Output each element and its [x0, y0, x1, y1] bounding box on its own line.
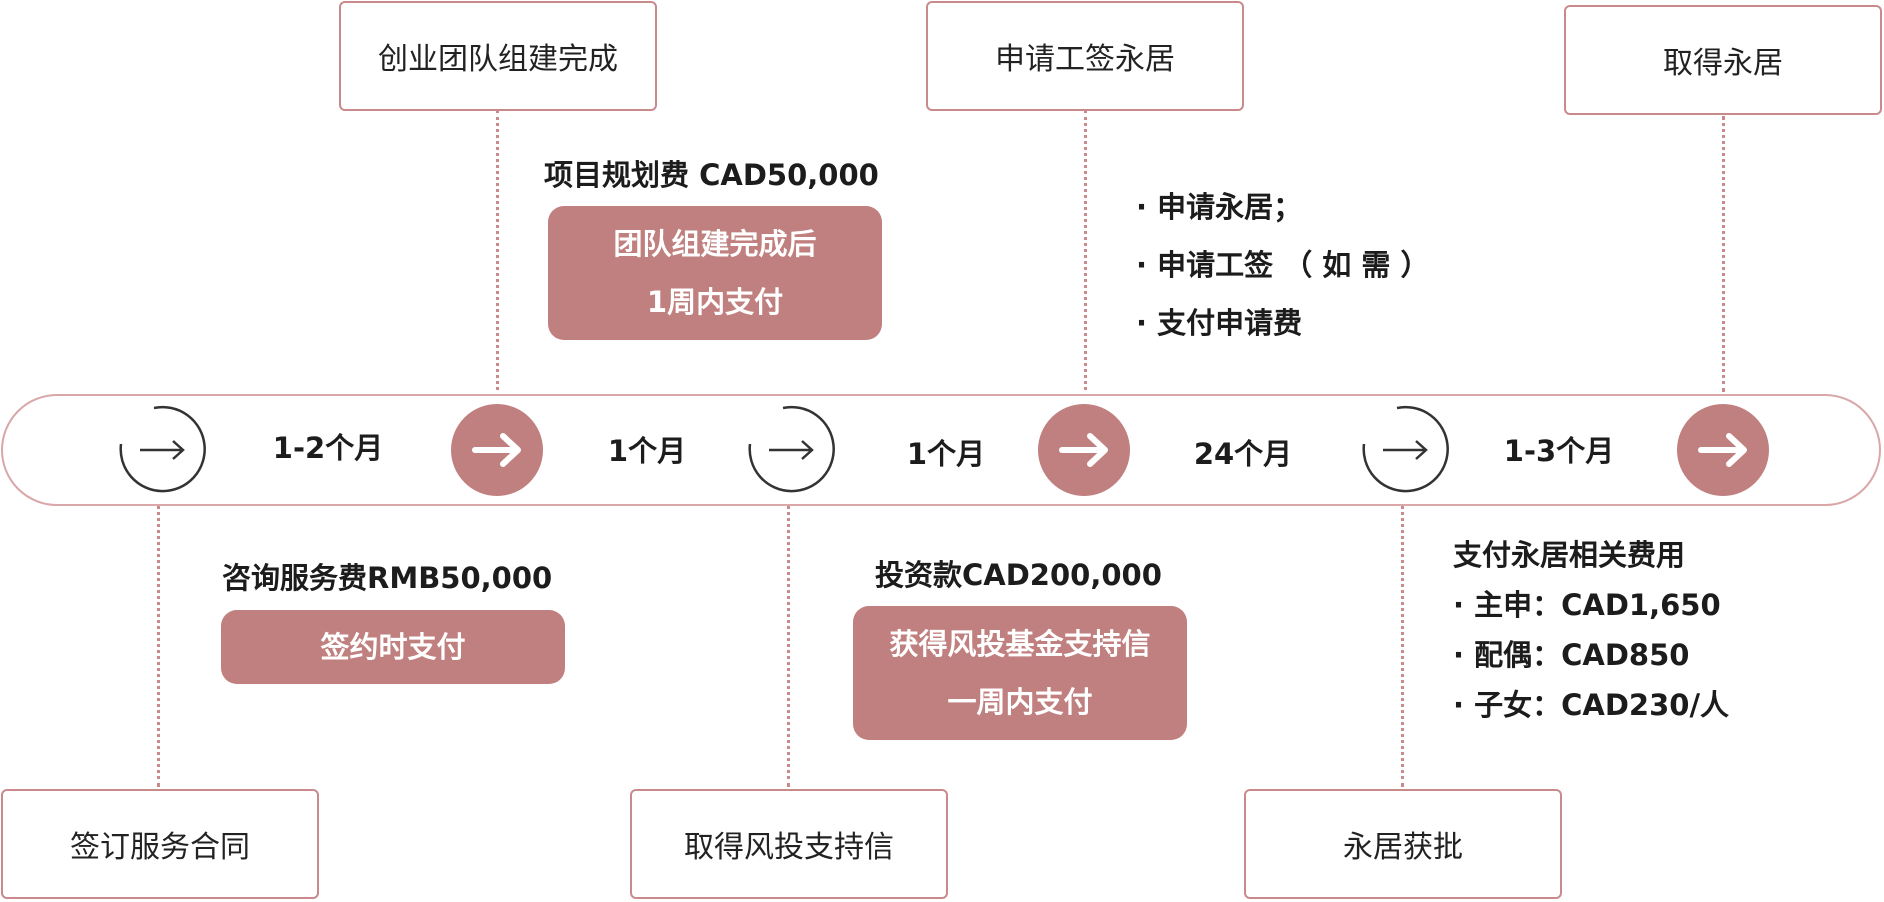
timeline-node-outline — [745, 404, 837, 496]
list-item: · 配偶：CAD850 — [1453, 638, 1690, 672]
timeline-node-filled — [1677, 404, 1769, 496]
project-planning-fee-heading: 项目规划费 CAD50,000 — [544, 158, 879, 192]
investment-heading: 投资款CAD200,000 — [875, 558, 1162, 592]
application-steps-list: · 申请永居； · 申请工签 （ 如 需 ） · 支付申请费 — [1136, 178, 1430, 352]
chip-line: 团队组建完成后 — [613, 227, 817, 261]
milestone-label: 取得永居 — [1663, 46, 1783, 81]
milestone-sign-contract: 签订服务合同 — [1, 789, 319, 899]
arrow-right-icon — [1698, 433, 1747, 467]
connector-line — [1722, 116, 1725, 392]
milestone-pr-approved: 永居获批 — [1244, 789, 1562, 899]
timeline-track — [1, 394, 1881, 506]
connector-line — [1084, 110, 1087, 390]
arrow-right-icon — [1059, 433, 1108, 467]
connector-line — [1401, 505, 1404, 787]
project-planning-fee-chip: 团队组建完成后 1周内支付 — [548, 206, 882, 340]
list-item: · 子女：CAD230/人 — [1453, 688, 1730, 722]
timeline-node-outline — [1359, 404, 1451, 496]
list-item: · 主申：CAD1,650 — [1453, 588, 1721, 622]
arrow-right-icon — [119, 405, 206, 493]
connector-line — [496, 110, 499, 390]
arrow-right-icon — [1362, 405, 1449, 493]
chip-line: 一周内支付 — [947, 685, 1093, 719]
connector-line — [157, 505, 160, 787]
timeline-node-outline — [116, 404, 208, 496]
investment-chip: 获得风投基金支持信 一周内支付 — [853, 606, 1187, 740]
milestone-label: 创业团队组建完成 — [378, 42, 618, 77]
milestone-team-formed: 创业团队组建完成 — [339, 1, 657, 111]
milestone-label: 取得风投支持信 — [684, 830, 894, 865]
pr-fees-list: 支付永居相关费用 · 主申：CAD1,650 · 配偶：CAD850 · 子女：… — [1453, 530, 1729, 730]
list-item: · 支付申请费 — [1136, 306, 1303, 340]
milestone-obtain-pr: 取得永居 — [1564, 5, 1882, 115]
milestone-apply-permit: 申请工签永居 — [926, 1, 1244, 111]
list-item: · 申请永居； — [1136, 190, 1303, 224]
chip-line: 签约时支付 — [320, 630, 466, 664]
milestone-vc-letter: 取得风投支持信 — [630, 789, 948, 899]
chip-line: 1周内支付 — [646, 285, 784, 319]
duration-label: 1个月 — [906, 437, 986, 471]
milestone-label: 申请工签永居 — [995, 42, 1175, 77]
milestone-label: 签订服务合同 — [70, 830, 250, 865]
list-item: · 申请工签 （ 如 需 ） — [1136, 248, 1430, 282]
duration-label: 1-2个月 — [272, 431, 384, 465]
duration-label: 1个月 — [607, 434, 687, 468]
timeline-node-filled — [1038, 404, 1130, 496]
arrow-right-icon — [472, 433, 521, 467]
chip-line: 获得风投基金支持信 — [889, 627, 1151, 661]
duration-label: 1-3个月 — [1503, 434, 1615, 468]
pr-fees-heading: 支付永居相关费用 — [1453, 538, 1686, 572]
duration-label: 24个月 — [1193, 437, 1293, 471]
consulting-fee-chip: 签约时支付 — [221, 610, 565, 684]
timeline-node-filled — [451, 404, 543, 496]
connector-line — [787, 505, 790, 787]
arrow-right-icon — [748, 405, 835, 493]
milestone-label: 永居获批 — [1343, 830, 1463, 865]
consulting-fee-heading: 咨询服务费RMB50,000 — [222, 561, 553, 595]
